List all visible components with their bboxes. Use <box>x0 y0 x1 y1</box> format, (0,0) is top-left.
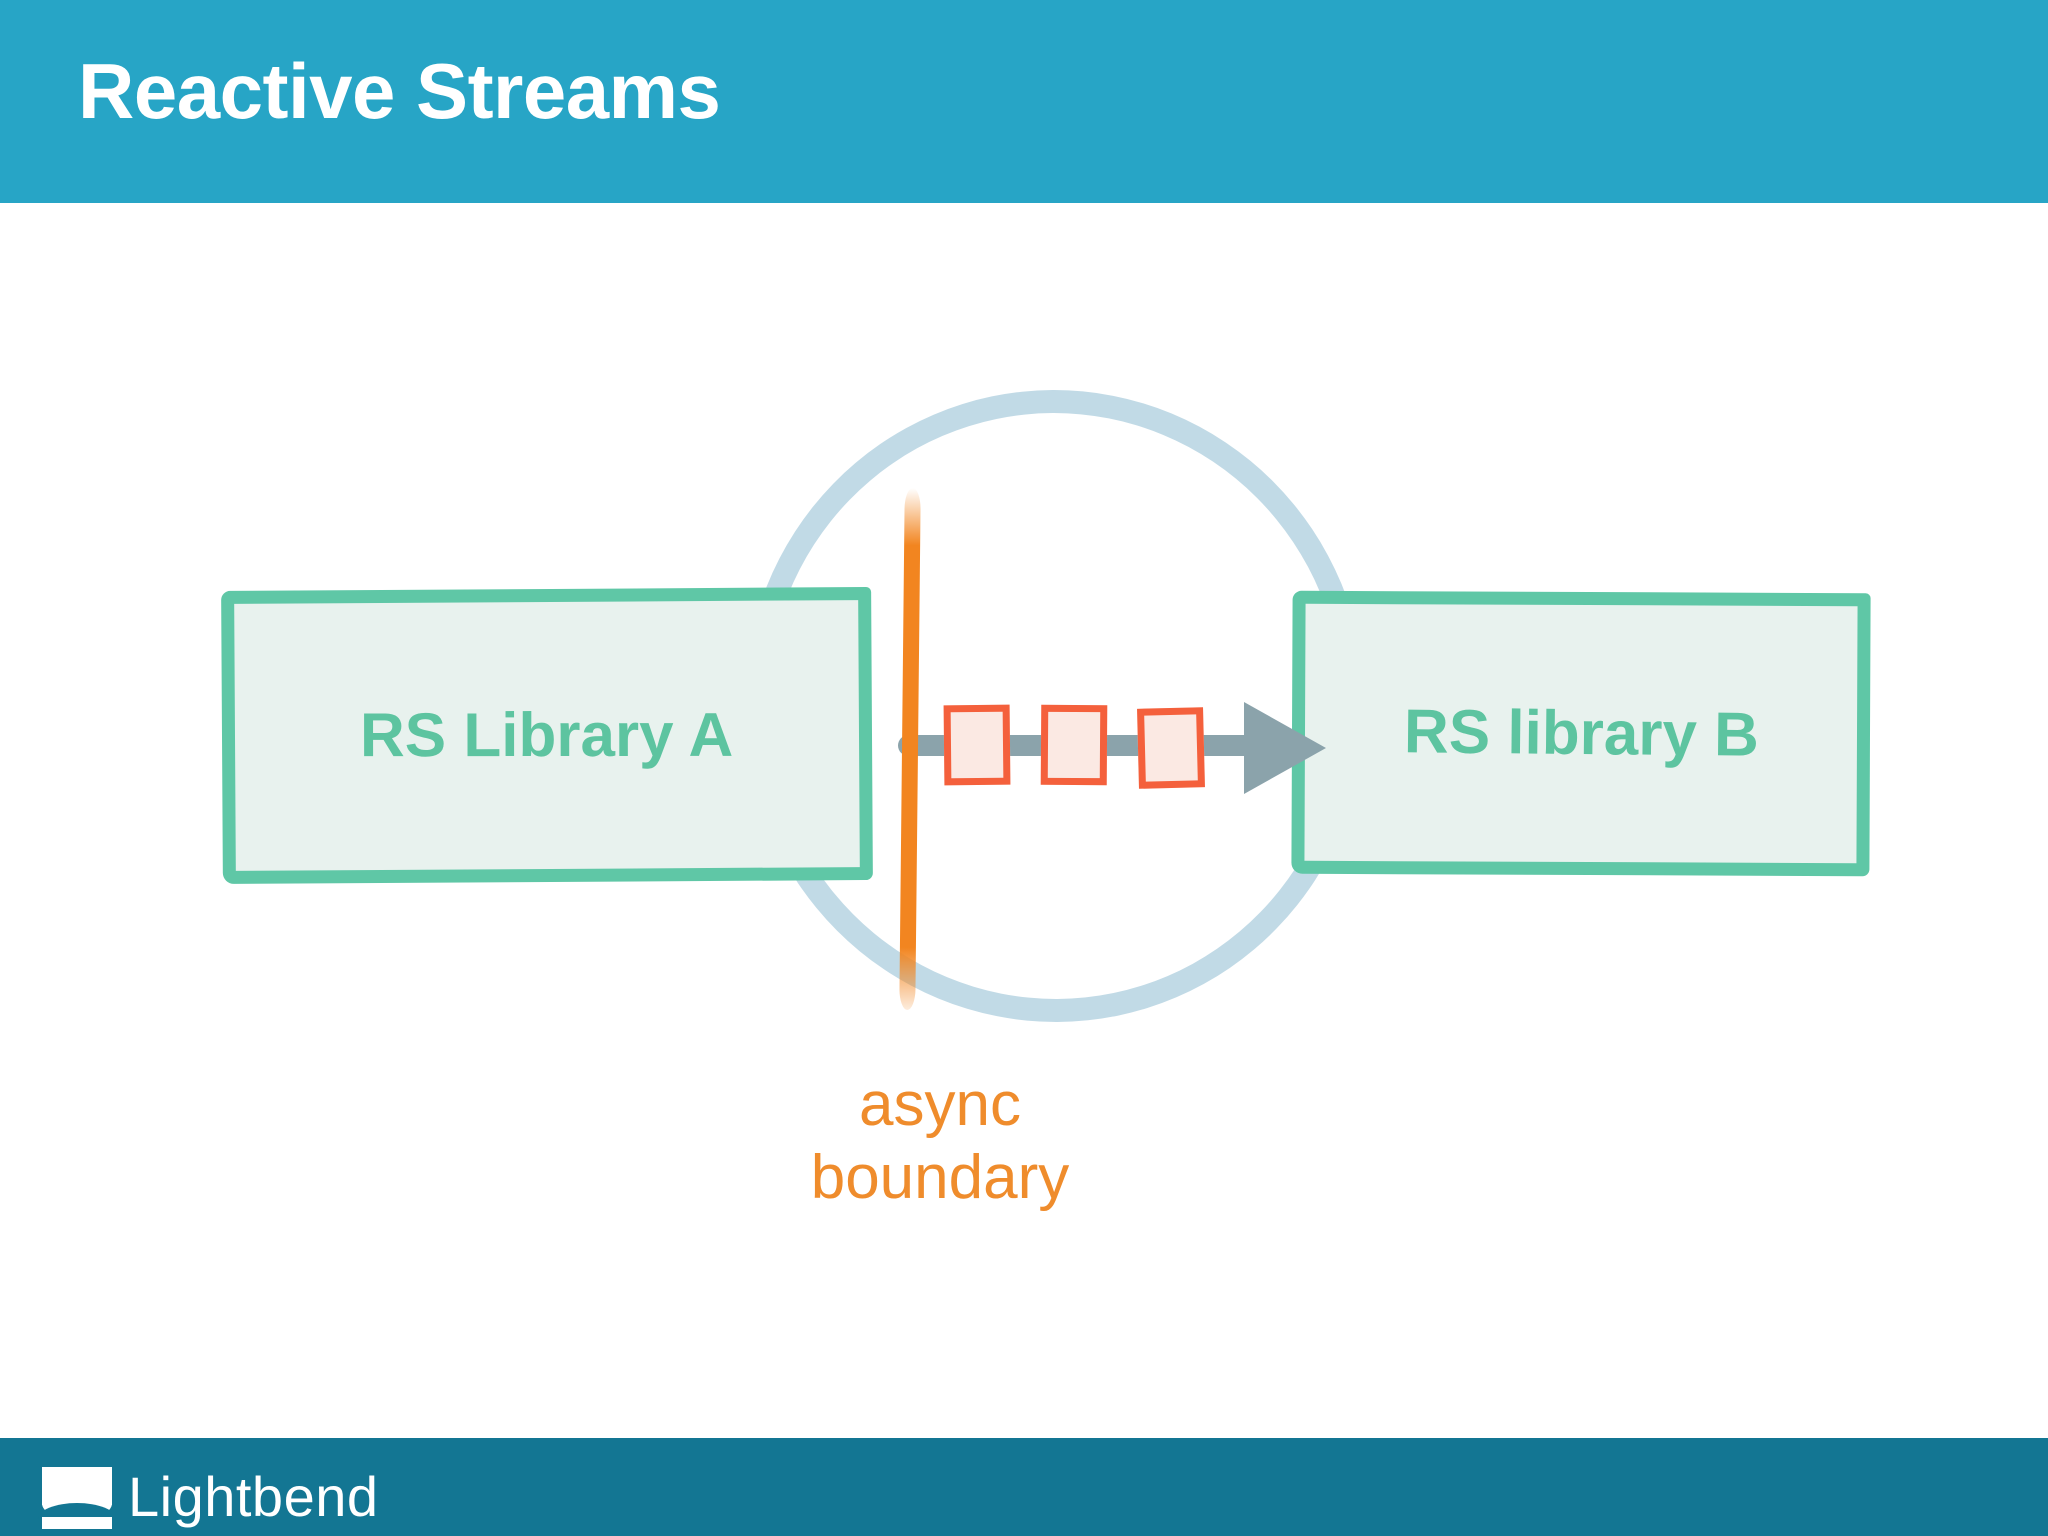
async-boundary-circle-gap <box>1278 382 1397 492</box>
logo-base-shape <box>42 1517 112 1529</box>
node-library-a-label: RS Library A <box>360 700 734 771</box>
lightbend-logo-icon <box>38 1467 116 1529</box>
node-library-a[interactable]: RS Library A <box>221 587 873 884</box>
async-boundary-caption-line-1: async <box>859 1070 1021 1139</box>
stream-element-box <box>943 704 1011 786</box>
async-boundary-caption: async boundary <box>620 1068 1260 1214</box>
footer-brand-label: Lightbend <box>128 1465 379 1528</box>
logo-top-shape <box>42 1467 112 1505</box>
stream-arrow-head-icon <box>1244 702 1326 794</box>
node-library-b[interactable]: RS library B <box>1291 590 1871 877</box>
stream-element-box <box>1137 707 1205 789</box>
stream-element-box <box>1040 704 1108 786</box>
footer-band <box>0 1438 2048 1536</box>
page-title: Reactive Streams <box>78 47 721 135</box>
async-boundary-caption-line-2: boundary <box>810 1143 1070 1213</box>
logo-wave-cut-shape <box>38 1503 116 1519</box>
node-library-b-label: RS library B <box>1403 697 1759 770</box>
header-band <box>0 0 2048 203</box>
